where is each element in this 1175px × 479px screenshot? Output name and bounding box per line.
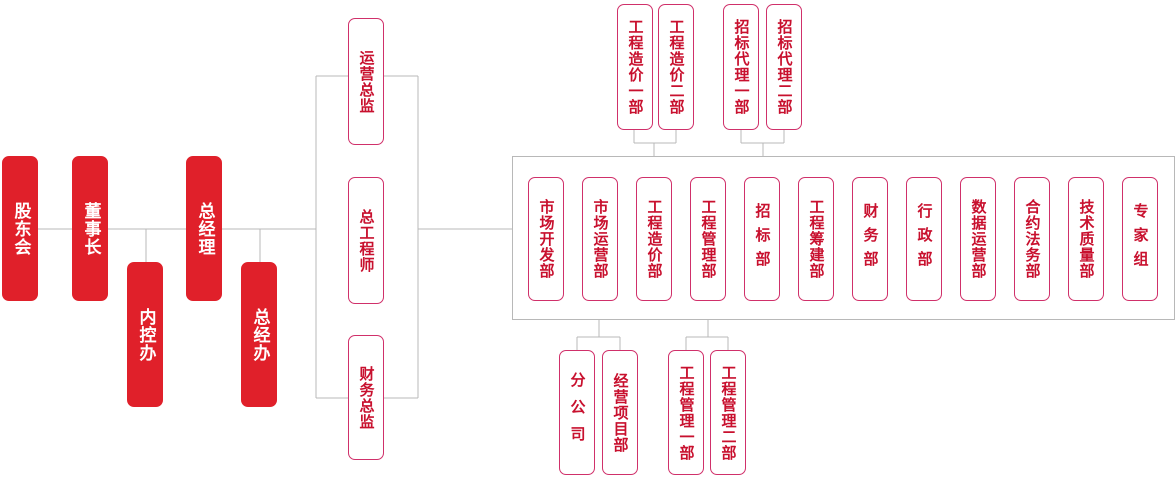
internal-control-label: 内控办 (135, 307, 156, 362)
operations-director-label: 运营总监 (357, 49, 376, 114)
finance-director-box[interactable]: 财务总监 (348, 335, 384, 460)
dept-label: 合约法务部 (1023, 199, 1042, 279)
cost-dept-2-box[interactable]: 工程造价二部 (658, 4, 694, 130)
dept-administration[interactable]: 行政部 (906, 177, 942, 301)
dept-market-development[interactable]: 市场开发部 (528, 177, 564, 301)
dept-label: 行政部 (915, 203, 934, 275)
internal-control-box[interactable]: 内控办 (127, 262, 163, 407)
tender-agency-1-label: 招标代理一部 (732, 19, 751, 115)
dept-tender[interactable]: 招标部 (744, 177, 780, 301)
dept-engineering-preparation[interactable]: 工程筹建部 (798, 177, 834, 301)
tender-agency-2-box[interactable]: 招标代理二部 (766, 4, 802, 130)
dept-technical-quality[interactable]: 技术质量部 (1068, 177, 1104, 301)
general-manager-label: 总经理 (194, 201, 215, 256)
dept-engineering-cost[interactable]: 工程造价部 (636, 177, 672, 301)
dept-expert-group[interactable]: 专家组 (1122, 177, 1158, 301)
dept-label: 市场开发部 (537, 199, 556, 279)
chief-engineer-label: 总工程师 (357, 208, 376, 273)
dept-market-operations[interactable]: 市场运营部 (582, 177, 618, 301)
eng-mgmt-2-box[interactable]: 工程管理二部 (710, 350, 746, 475)
eng-mgmt-2-label: 工程管理二部 (719, 364, 738, 461)
shareholders-box[interactable]: 股东会 (2, 156, 38, 301)
cost-dept-1-label: 工程造价一部 (626, 19, 645, 115)
gm-office-label: 总经办 (249, 307, 270, 362)
dept-label: 工程筹建部 (807, 199, 826, 279)
dept-label: 数据运营部 (969, 199, 988, 279)
eng-mgmt-1-box[interactable]: 工程管理一部 (668, 350, 704, 475)
shareholders-label: 股东会 (10, 201, 31, 256)
dept-label: 市场运营部 (591, 199, 610, 279)
tender-agency-2-label: 招标代理二部 (775, 19, 794, 115)
dept-label: 专家组 (1131, 203, 1150, 275)
operations-director-box[interactable]: 运营总监 (348, 18, 384, 145)
dept-label: 技术质量部 (1077, 199, 1096, 279)
business-project-dept-label: 经营项目部 (611, 372, 630, 453)
dept-label: 工程造价部 (645, 199, 664, 279)
dept-label: 招标部 (753, 203, 772, 275)
chairman-label: 董事长 (80, 201, 101, 256)
gm-office-box[interactable]: 总经办 (241, 262, 277, 407)
finance-director-label: 财务总监 (357, 365, 376, 430)
general-manager-box[interactable]: 总经理 (186, 156, 222, 301)
dept-finance[interactable]: 财务部 (852, 177, 888, 301)
dept-label: 财务部 (861, 203, 880, 275)
tender-agency-1-box[interactable]: 招标代理一部 (723, 4, 759, 130)
dept-data-operations[interactable]: 数据运营部 (960, 177, 996, 301)
dept-engineering-management[interactable]: 工程管理部 (690, 177, 726, 301)
chief-engineer-box[interactable]: 总工程师 (348, 177, 384, 304)
branch-company-label: 分公司 (568, 372, 587, 453)
dept-contract-legal[interactable]: 合约法务部 (1014, 177, 1050, 301)
business-project-dept-box[interactable]: 经营项目部 (602, 350, 638, 475)
dept-label: 工程管理部 (699, 199, 718, 279)
chairman-box[interactable]: 董事长 (72, 156, 108, 301)
cost-dept-2-label: 工程造价二部 (667, 19, 686, 115)
branch-company-box[interactable]: 分公司 (559, 350, 595, 475)
cost-dept-1-box[interactable]: 工程造价一部 (617, 4, 653, 130)
eng-mgmt-1-label: 工程管理一部 (677, 364, 696, 461)
